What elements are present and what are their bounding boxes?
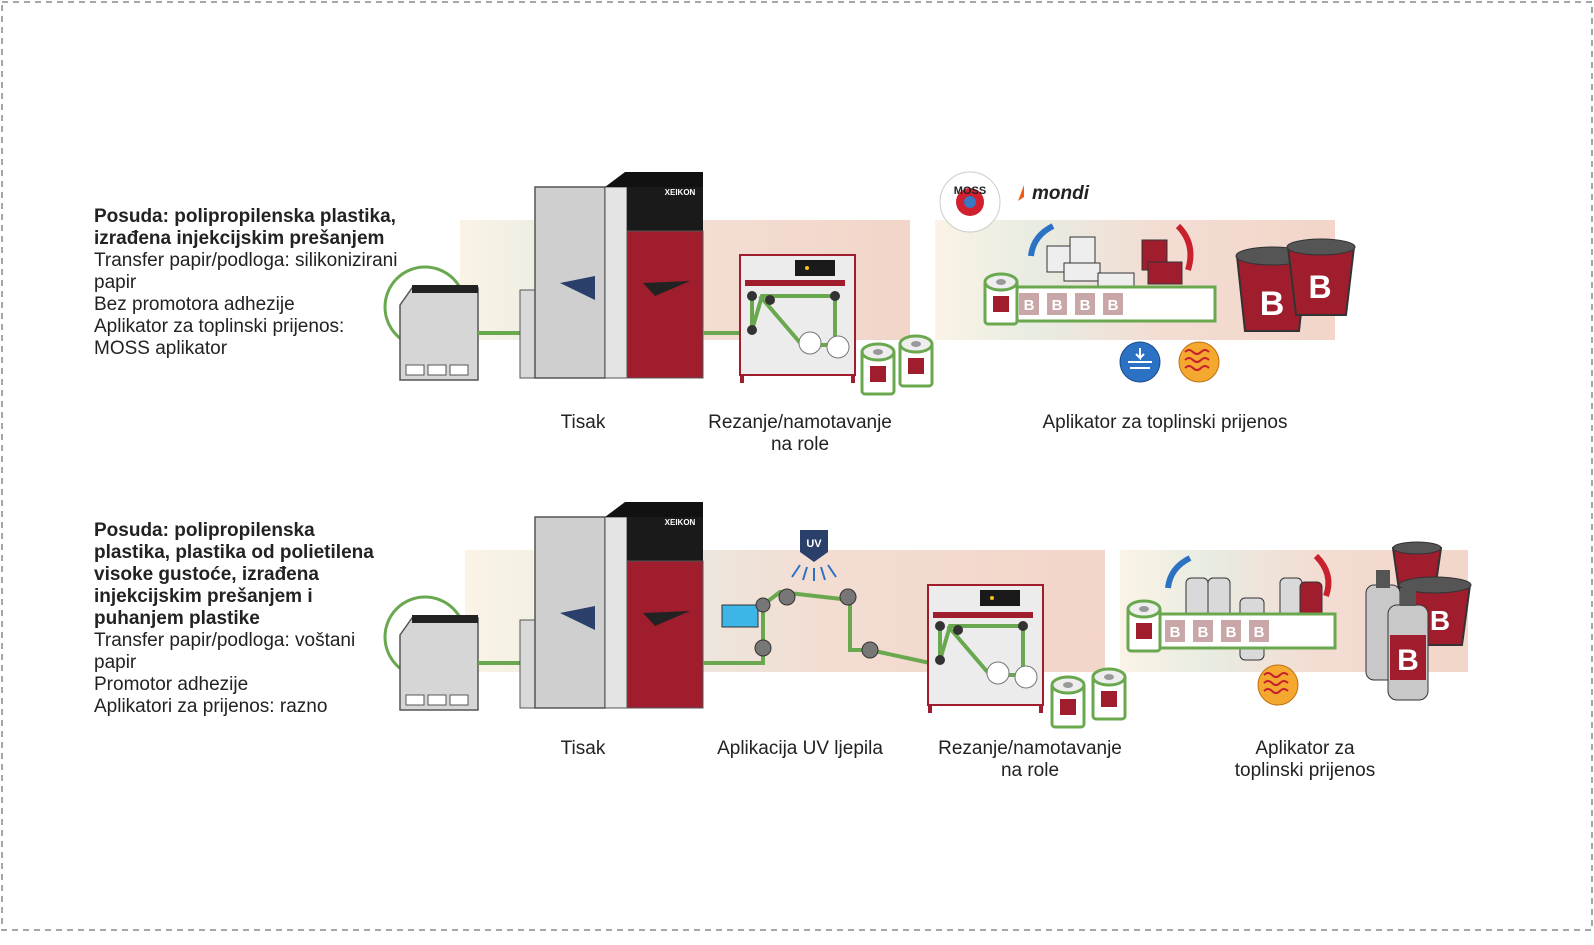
strip-letter: B	[1052, 297, 1063, 314]
row-2-title-line: puhanjem plastike	[94, 608, 260, 629]
strip-letter: B	[1108, 297, 1119, 314]
row-2-graphics: XEIKON UV	[383, 502, 1472, 729]
row-1-title-line: izrađena injekcijskim prešanjem	[94, 228, 385, 249]
row-1-detail-line: MOSS aplikator	[94, 338, 228, 359]
stage-label-slitting: Rezanje/namotavanje na role	[938, 738, 1122, 781]
product-letter: B	[1430, 605, 1450, 636]
label-rolls	[860, 334, 934, 396]
strip-letter: B	[1226, 624, 1237, 641]
slitter-rewinder	[739, 254, 856, 383]
slitter-rewinder	[927, 584, 1044, 713]
uv-lamp-text: UV	[806, 538, 822, 550]
printer-brand: XEIKON	[665, 188, 696, 197]
unwind-unit	[383, 595, 479, 711]
row-2-title-line: plastika, plastika od polietilena	[94, 542, 374, 563]
cups-stack	[1046, 236, 1183, 288]
mondi-logo: mondi	[1018, 183, 1090, 204]
applicator-roll	[1126, 599, 1162, 653]
product-letter: B	[1397, 644, 1419, 677]
strip-letter: B	[1024, 297, 1035, 314]
stage-label-applicator: Aplikator za toplinski prijenos	[1042, 412, 1288, 433]
row-2-detail-line: Promotor adhezije	[94, 674, 249, 695]
printer-xeikon: XEIKON	[519, 502, 704, 709]
label-strip-2: B B B B	[1165, 620, 1269, 642]
strip-letter: B	[1198, 624, 1209, 641]
heat-icon	[1178, 341, 1220, 383]
decorated-containers-2: B B	[1365, 541, 1472, 701]
row-1-detail-line: Aplikator za toplinski prijenos:	[94, 316, 345, 337]
uv-glue-unit: UV	[703, 530, 931, 665]
row-1-title-line: Posuda: polipropilenska plastika,	[94, 206, 396, 227]
stage-label-print: Tisak	[560, 412, 606, 433]
row-2-title-line: Posuda: polipropilenska	[94, 520, 315, 541]
pressure-icon	[1119, 341, 1161, 383]
product-letter: B	[1308, 269, 1331, 305]
stage-label-applicator: Aplikator za toplinski prijenos	[1234, 738, 1376, 781]
row-2-detail-line: Transfer papir/podloga: voštani	[94, 630, 356, 651]
strip-letter: B	[1254, 624, 1265, 641]
heat-icon	[1257, 664, 1299, 706]
stage-label-print: Tisak	[560, 738, 606, 759]
mondi-logo-text: mondi	[1032, 183, 1090, 204]
row-2-description: Posuda: polipropilenska plastika, plasti…	[94, 520, 374, 718]
row-1-detail-line: Transfer papir/podloga: silikonizirani	[94, 250, 398, 271]
row-2-detail-line: Aplikatori za prijenos: razno	[94, 696, 328, 717]
decorated-cups-1: B B	[1235, 238, 1356, 332]
product-letter: B	[1260, 285, 1285, 323]
row-1-detail-line: Bez promotora adhezije	[94, 294, 295, 315]
row-1-description: Posuda: polipropilenska plastika, izrađe…	[94, 206, 397, 360]
printer-xeikon: XEIKON	[519, 172, 704, 379]
moss-logo-text: MOSS	[954, 185, 986, 197]
row-1-graphics: XEIKON MOSS mondi	[383, 171, 1356, 396]
row-1-detail-line: papir	[94, 272, 137, 293]
moss-logo: MOSS	[939, 171, 1001, 233]
applicator-roll	[983, 272, 1019, 326]
row-2-title-line: visoke gustoće, izrađena	[94, 564, 319, 585]
label-rolls	[1050, 667, 1127, 729]
stage-label-slitting: Rezanje/namotavanje na role	[708, 412, 892, 455]
strip-letter: B	[1080, 297, 1091, 314]
row-2-detail-line: papir	[94, 652, 137, 673]
stage-label-uv-glue: Aplikacija UV ljepila	[717, 738, 883, 759]
printer-brand: XEIKON	[665, 518, 696, 527]
row-2-title-line: injekcijskim prešanjem i	[94, 586, 313, 607]
label-strip-1: B B B B	[1019, 293, 1123, 315]
strip-letter: B	[1170, 624, 1181, 641]
